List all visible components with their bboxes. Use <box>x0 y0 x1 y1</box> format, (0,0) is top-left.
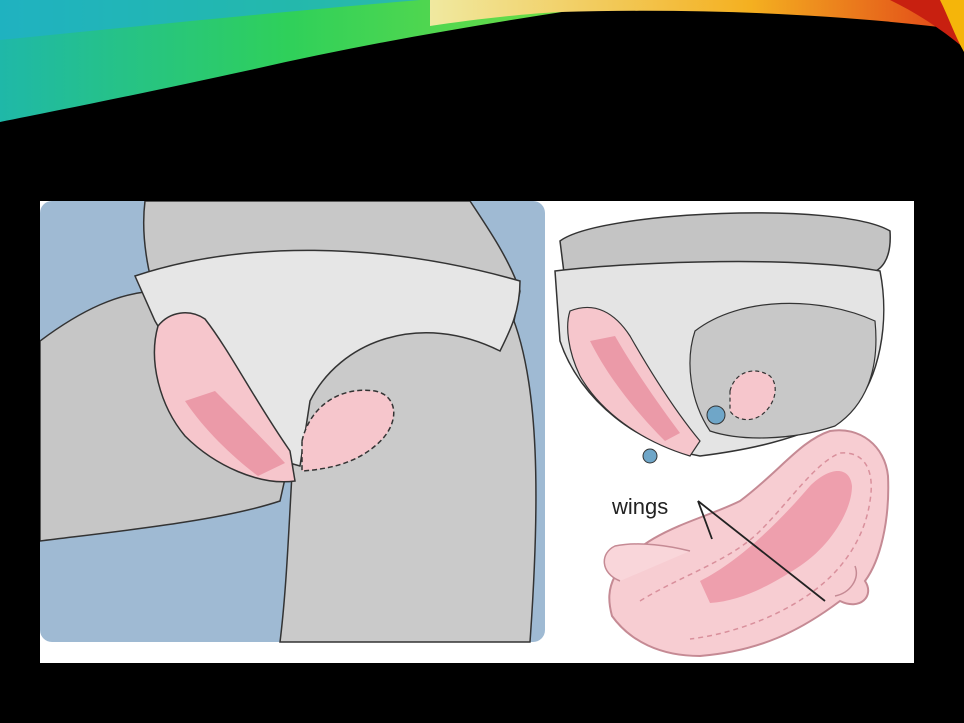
illustration-panel: wings <box>40 201 914 663</box>
wing-clasp-lower <box>643 449 657 463</box>
body-wearing-pad-illustration <box>40 201 545 642</box>
underwear-with-pad-illustration <box>555 213 890 463</box>
pad-placement-illustration: wings <box>40 201 914 663</box>
pad-with-wings-illustration: wings <box>604 430 888 656</box>
wings-label: wings <box>611 494 668 519</box>
swoosh-yellow <box>430 0 964 30</box>
unfolded-pad <box>609 430 888 656</box>
wing-clasp <box>707 406 725 424</box>
decorative-swoosh-banner <box>0 0 964 130</box>
